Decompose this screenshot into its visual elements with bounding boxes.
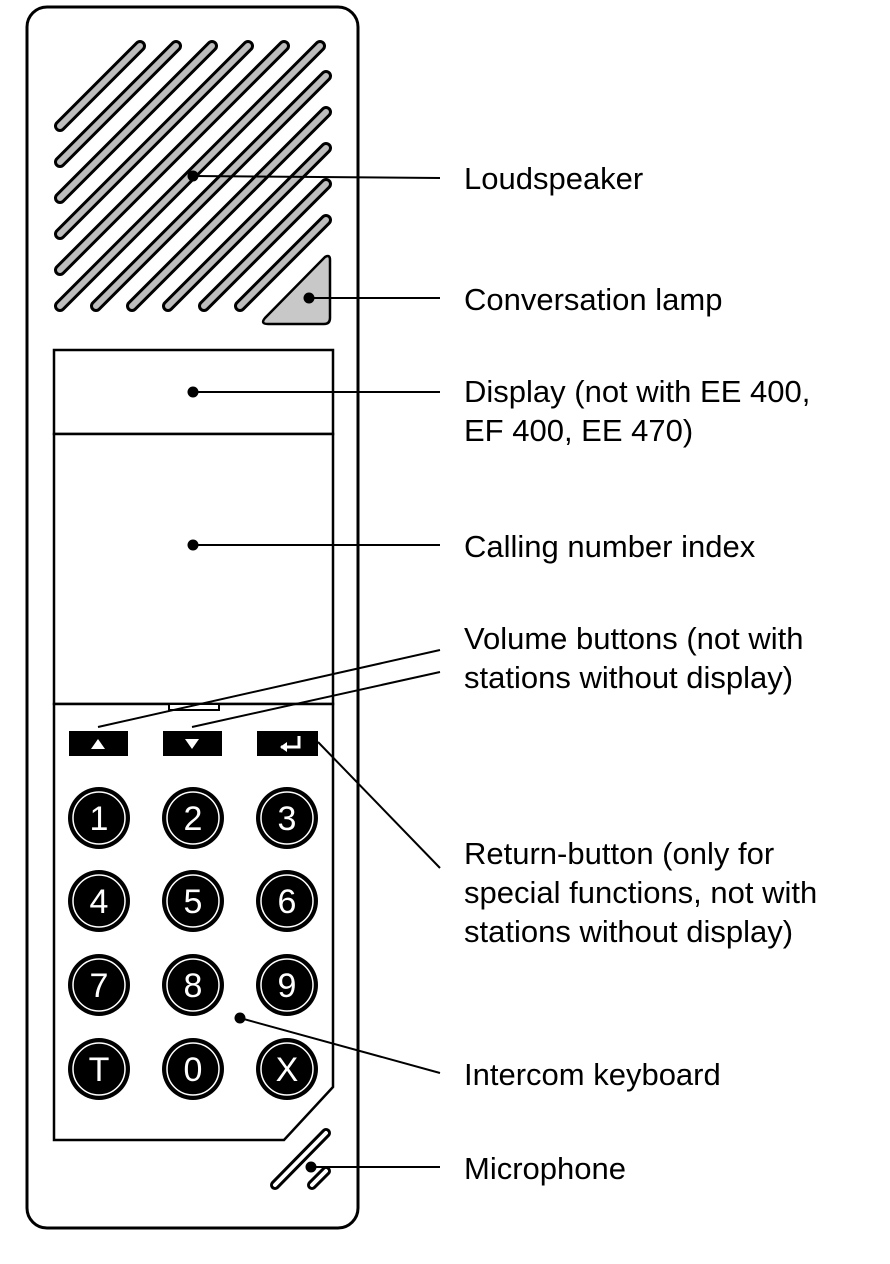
key-6[interactable]: 6: [256, 870, 318, 932]
triangle-down-icon: [185, 739, 199, 749]
key-4[interactable]: 4: [68, 870, 130, 932]
key-ring: [72, 958, 126, 1012]
grille-slot: [165, 145, 329, 309]
key-circle: [162, 870, 224, 932]
calling-number-index-panel: [52, 432, 335, 706]
key-2[interactable]: 2: [162, 787, 224, 849]
key-circle: [256, 787, 318, 849]
grille-slot: [57, 43, 143, 129]
return-button-label-line3: stations without display): [464, 914, 793, 949]
volume-down-button[interactable]: [163, 731, 222, 756]
key-circle: [256, 954, 318, 1016]
key-ring: [72, 791, 126, 845]
return-button-label-line1: Return-button (only for: [464, 836, 774, 871]
key-label: 7: [90, 967, 109, 1005]
key-3[interactable]: 3: [256, 787, 318, 849]
key-label: 9: [278, 967, 297, 1005]
key-7[interactable]: 7: [68, 954, 130, 1016]
key-circle: [256, 870, 318, 932]
key-label: 8: [184, 967, 203, 1005]
key-ring: [260, 874, 314, 928]
key-ring: [260, 791, 314, 845]
return-button[interactable]: [257, 731, 318, 756]
panel-notch: [168, 703, 220, 711]
key-label: 6: [278, 883, 297, 921]
key-x[interactable]: X: [256, 1038, 318, 1100]
key-label: X: [276, 1051, 299, 1089]
key-ring: [166, 1042, 220, 1096]
key-circle: [68, 1038, 130, 1100]
key-circle: [68, 870, 130, 932]
key-label: 1: [90, 800, 109, 838]
volume-up-button[interactable]: [69, 731, 128, 756]
key-ring: [166, 958, 220, 1012]
conversation-lamp: [261, 254, 332, 326]
grille-slot: [57, 43, 179, 165]
key-circle: [162, 1038, 224, 1100]
volume-buttons-label-line2: stations without display): [464, 660, 793, 695]
key-5[interactable]: 5: [162, 870, 224, 932]
key-circle: [256, 1038, 318, 1100]
microphone-label: Microphone: [464, 1151, 626, 1186]
key-ring: [72, 1042, 126, 1096]
leader-lines: [97, 175, 441, 1168]
display-label-line1: Display (not with EE 400,: [464, 374, 810, 409]
key-circle: [68, 787, 130, 849]
return-button-label-line2: special functions, not with: [464, 875, 817, 910]
key-0[interactable]: 0: [162, 1038, 224, 1100]
key-circle: [162, 954, 224, 1016]
grille-slot: [237, 217, 329, 309]
leader-dots: [187, 170, 317, 1173]
grille-slot: [129, 109, 329, 309]
volume-buttons-label-line1: Volume buttons (not with: [464, 621, 803, 656]
key-t[interactable]: T: [68, 1038, 130, 1100]
conversation-lamp-label: Conversation lamp: [464, 282, 722, 317]
key-8[interactable]: 8: [162, 954, 224, 1016]
return-arrow-icon: [280, 736, 301, 752]
key-ring: [260, 1042, 314, 1096]
intercom-keyboard: 1 2 3 4 5 6 7 8 9T 0 X: [68, 787, 318, 1100]
key-circle: [162, 787, 224, 849]
grille-slot: [93, 73, 329, 309]
calling-number-index-label: Calling number index: [464, 529, 756, 564]
key-ring: [166, 791, 220, 845]
key-ring: [166, 874, 220, 928]
grille-slot: [57, 43, 251, 237]
key-label: 0: [184, 1051, 203, 1089]
intercom-keyboard-label: Intercom keyboard: [464, 1057, 721, 1092]
triangle-up-icon: [91, 739, 105, 749]
grille-slot: [57, 43, 287, 273]
loudspeaker-label: Loudspeaker: [464, 161, 643, 196]
key-circle: [68, 954, 130, 1016]
key-9[interactable]: 9: [256, 954, 318, 1016]
key-label: 4: [90, 883, 109, 921]
grille-slot: [201, 181, 329, 309]
key-1[interactable]: 1: [68, 787, 130, 849]
loudspeaker-grille-inner: [57, 43, 329, 309]
key-label: T: [89, 1051, 110, 1089]
key-ring: [72, 874, 126, 928]
grille-slot: [57, 43, 215, 201]
display-label-line2: EF 400, EE 470): [464, 413, 693, 448]
key-label: 5: [184, 883, 203, 921]
key-label: 2: [184, 800, 203, 838]
key-label: 3: [278, 800, 297, 838]
microphone-inner: [273, 1131, 328, 1187]
key-ring: [260, 958, 314, 1012]
